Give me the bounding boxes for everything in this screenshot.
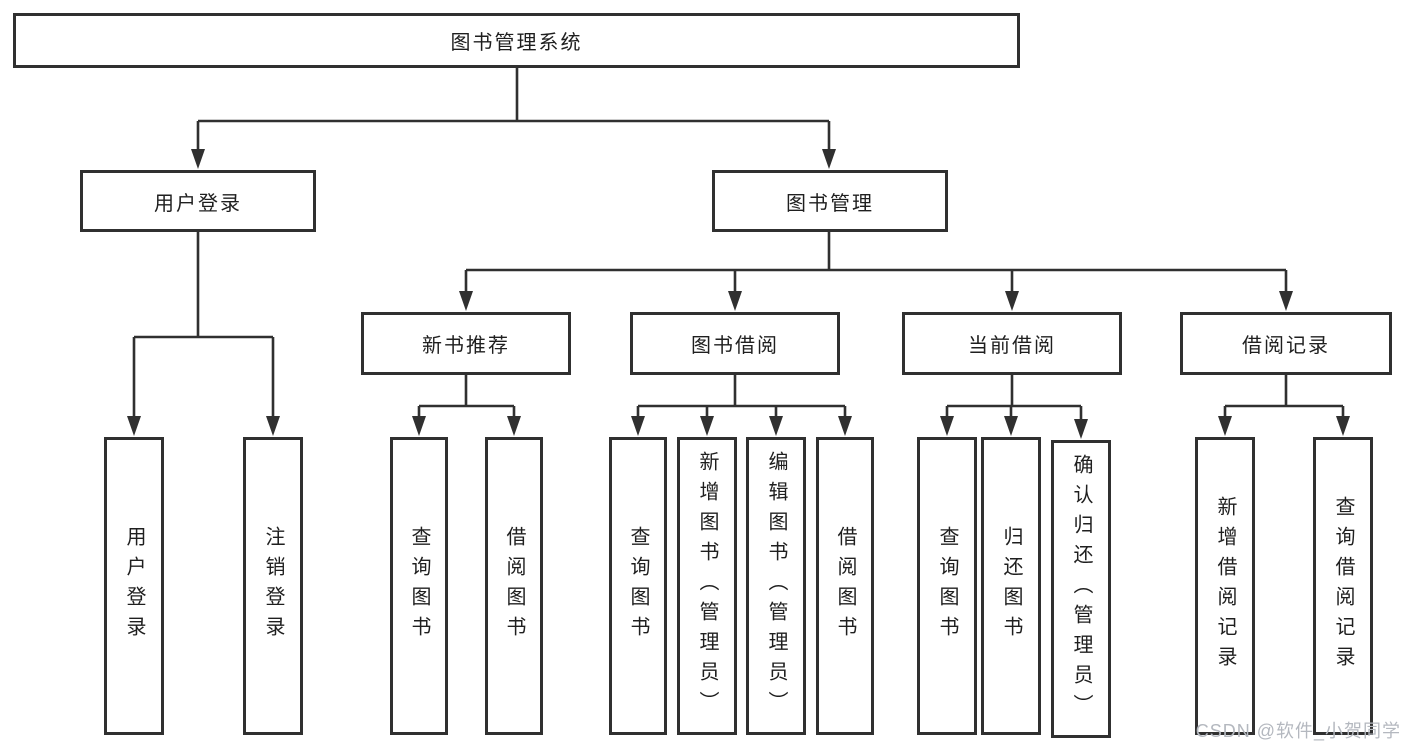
leaf-add-books-admin: 新增图书（管理员） (677, 437, 737, 735)
leaf-label: 用户登录 (123, 526, 145, 646)
node-label: 新书推荐 (422, 335, 510, 357)
node-library-management-system: 图书管理系统 (13, 13, 1020, 68)
node-label: 用户登录 (154, 192, 242, 215)
node-label: 图书借阅 (691, 335, 779, 357)
node-borrowing-records: 借阅记录 (1180, 312, 1392, 375)
leaf-logout: 注销登录 (243, 437, 303, 735)
leaf-label: 新增图书（管理员） (696, 451, 718, 721)
leaf-query-borrow-record: 查询借阅记录 (1313, 437, 1373, 735)
leaf-label: 查询图书 (627, 526, 649, 646)
connector-borrowing-records (1223, 375, 1345, 418)
csdn-watermark: CSDN @软件_小贺同学 (1195, 721, 1401, 741)
node-book-management: 图书管理 (712, 170, 948, 232)
node-label: 当前借阅 (968, 335, 1056, 357)
leaf-label: 新增借阅记录 (1214, 496, 1236, 676)
leaf-user-login: 用户登录 (104, 437, 164, 735)
node-label: 图书管理系统 (450, 32, 583, 54)
connector-current-borrowing (945, 375, 1083, 421)
connector-new-book-recommend (417, 375, 516, 418)
leaf-borrow-books-recommend: 借阅图书 (485, 437, 543, 735)
node-book-borrowing: 图书借阅 (630, 312, 840, 375)
connector-user-login (132, 232, 275, 418)
leaf-edit-books-admin: 编辑图书（管理员） (746, 437, 806, 735)
leaf-borrow-books: 借阅图书 (816, 437, 874, 735)
leaf-label: 归还图书 (1000, 526, 1022, 646)
connector-root (196, 68, 831, 151)
node-label: 借阅记录 (1242, 335, 1330, 357)
leaf-label: 查询图书 (408, 526, 430, 646)
leaf-label: 查询图书 (936, 526, 958, 646)
leaf-label: 注销登录 (262, 526, 284, 646)
leaf-query-books-current: 查询图书 (917, 437, 977, 735)
connector-book-borrowing (636, 375, 847, 418)
leaf-label: 借阅图书 (503, 526, 525, 646)
leaf-label: 查询借阅记录 (1332, 496, 1354, 676)
node-user-login: 用户登录 (80, 170, 316, 232)
leaf-label: 确认归还（管理员） (1070, 454, 1092, 724)
connector-book-management (464, 232, 1288, 293)
leaf-label: 编辑图书（管理员） (765, 451, 787, 721)
leaf-return-books: 归还图书 (981, 437, 1041, 735)
arrowheads (127, 149, 1350, 439)
leaf-add-borrow-record: 新增借阅记录 (1195, 437, 1255, 735)
leaf-query-books-recommend: 查询图书 (390, 437, 448, 735)
leaf-confirm-return-admin: 确认归还（管理员） (1051, 440, 1111, 738)
leaf-label: 借阅图书 (834, 526, 856, 646)
leaf-query-books-borrowing: 查询图书 (609, 437, 667, 735)
node-label: 图书管理 (786, 192, 874, 215)
node-current-borrowing: 当前借阅 (902, 312, 1122, 375)
node-new-book-recommend: 新书推荐 (361, 312, 571, 375)
